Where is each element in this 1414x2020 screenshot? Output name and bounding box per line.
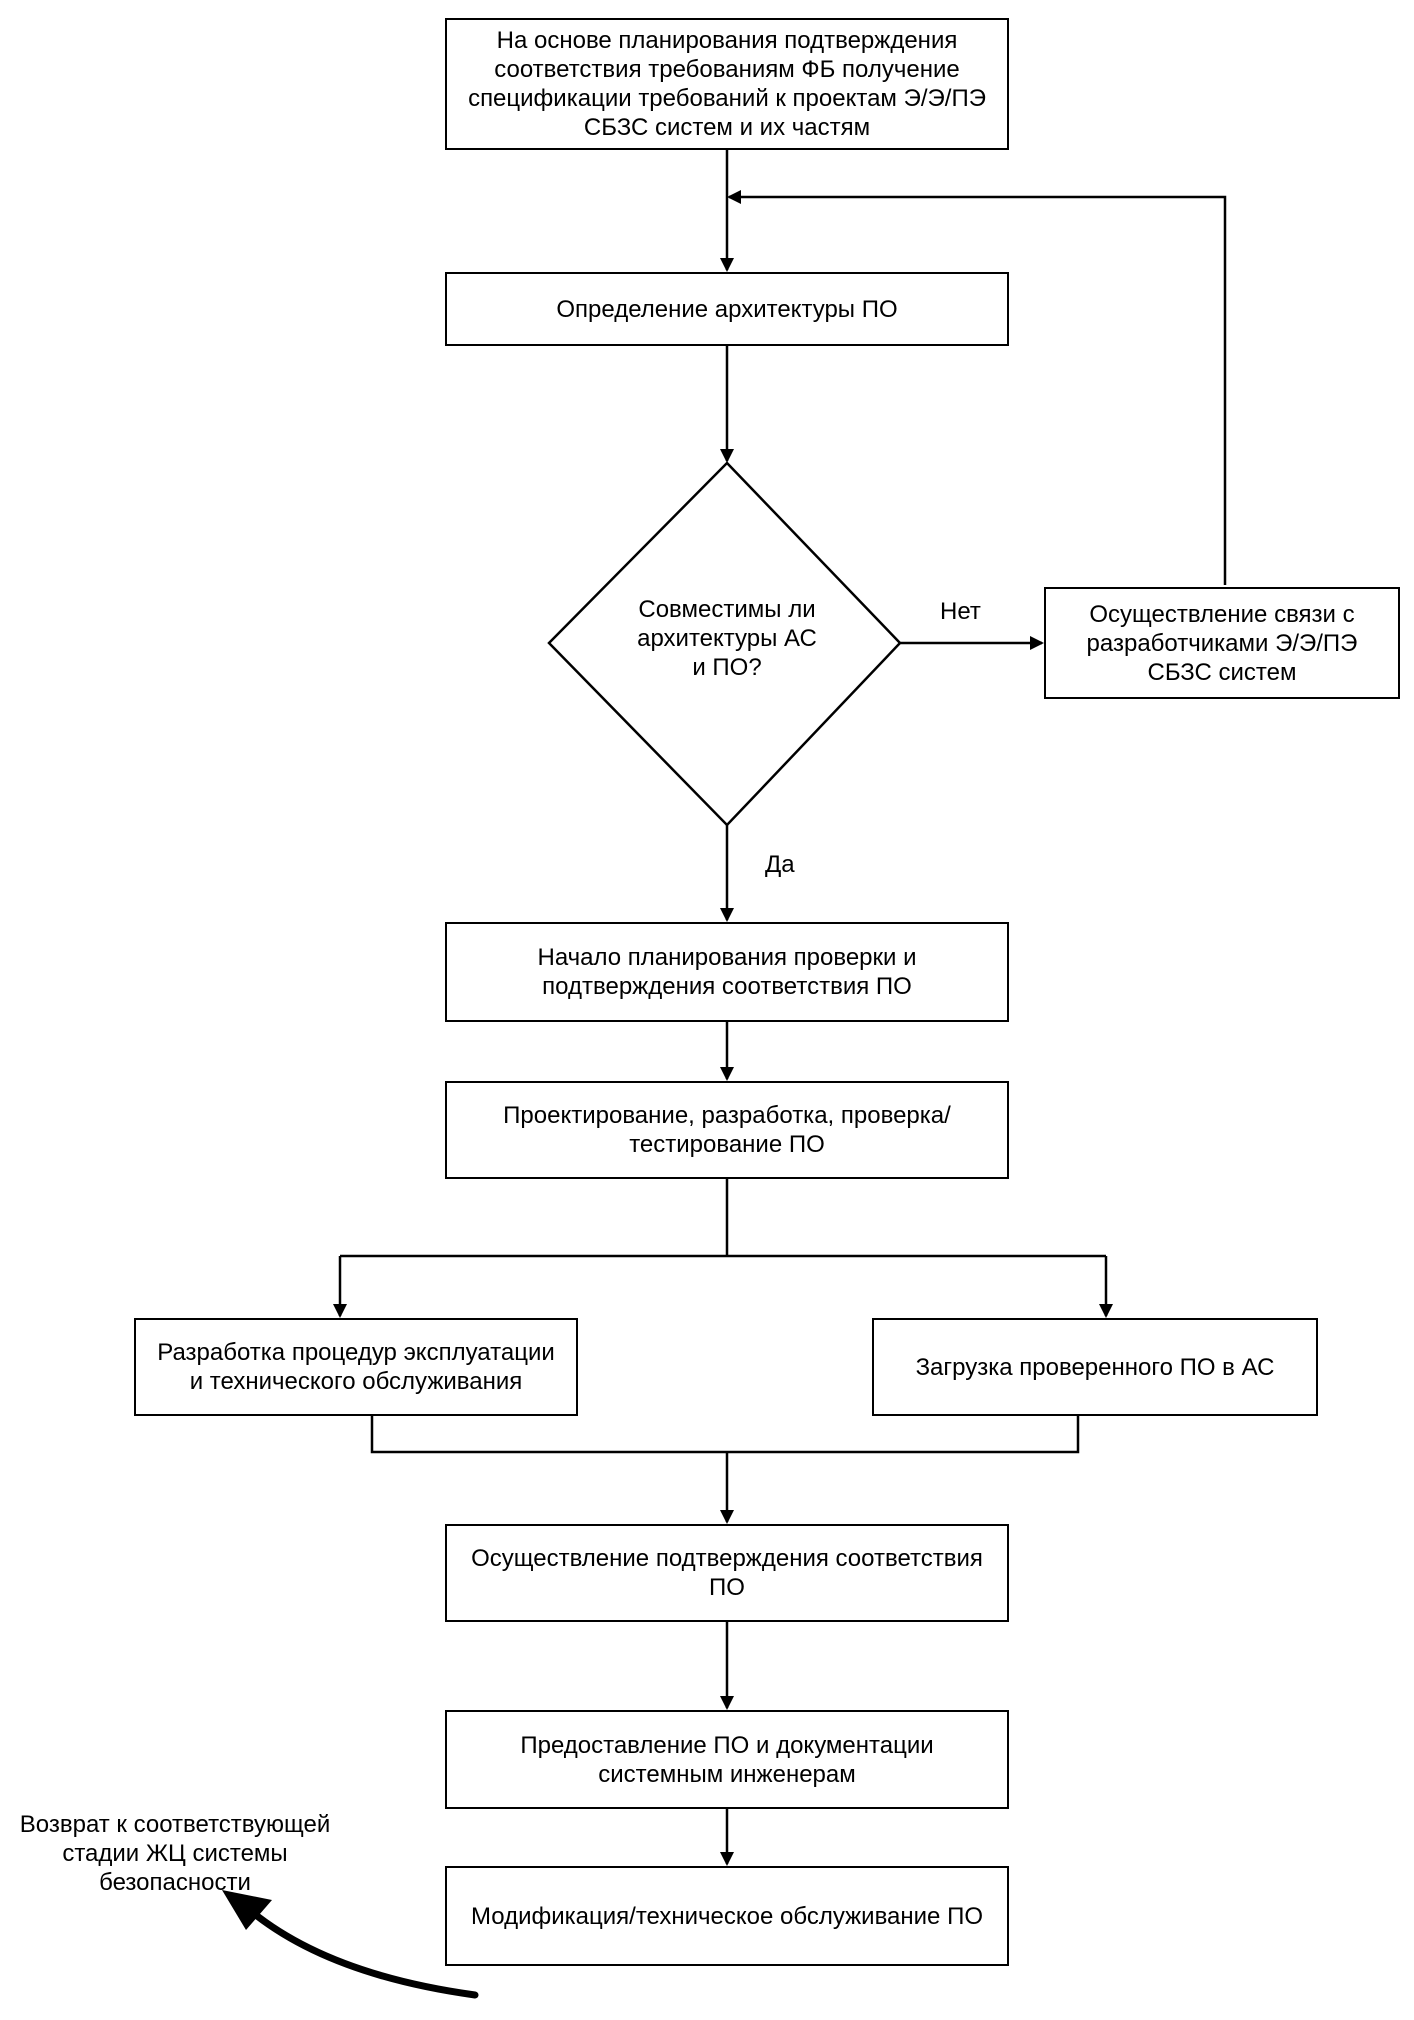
- edge-label-yes: Да: [765, 851, 795, 878]
- validation-box: Осуществление подтверждения соответствия…: [445, 1524, 1009, 1622]
- arrow-contact-loop-back: [727, 190, 1227, 585]
- load-software-box: Загрузка проверенного ПО в АС: [872, 1318, 1318, 1416]
- verification-planning-box: Начало планирования проверки и подтвержд…: [445, 922, 1009, 1022]
- return-arrow-curve: [248, 1908, 479, 1999]
- start-box: На основе планирования подтверждения соо…: [445, 18, 1009, 150]
- delivery-box: Предоставление ПО и документации системн…: [445, 1710, 1009, 1809]
- decision-question: Совместимы ли архитектуры АС и ПО?: [637, 596, 817, 681]
- procedures-box: Разработка процедур эксплуатации и техни…: [134, 1318, 578, 1416]
- line-merge: [370, 1416, 1080, 1454]
- modification-box: Модификация/техническое обслуживание ПО: [445, 1866, 1009, 1966]
- contact-developers-box: Осуществление связи с разработчиками Э/Э…: [1044, 587, 1400, 699]
- edge-label-no: Нет: [940, 598, 981, 625]
- decision-diamond: [547, 461, 902, 827]
- define-architecture-box: Определение архитектуры ПО: [445, 272, 1009, 346]
- return-note: Возврат к соответствующей стадии ЖЦ сист…: [19, 1811, 331, 1896]
- design-development-box: Проектирование, разработка, проверка/ те…: [445, 1081, 1009, 1179]
- return-arrow-head: [222, 1890, 272, 1930]
